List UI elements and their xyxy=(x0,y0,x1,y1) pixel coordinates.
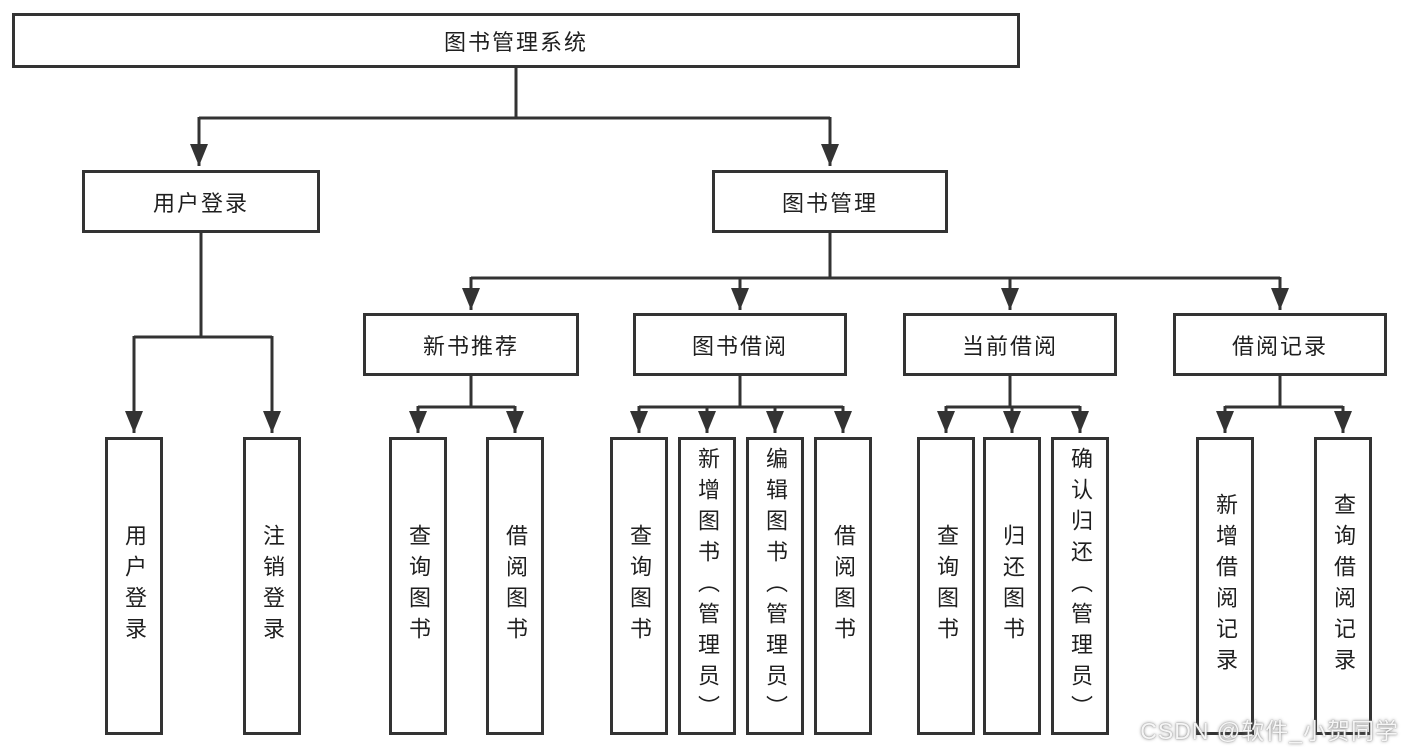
node-new-book-recommendation-label: 新书推荐 xyxy=(422,333,519,359)
leaf-query-book-under-recommendation: 查询图书 xyxy=(389,437,447,735)
connector-borrow-records-bar xyxy=(1225,376,1343,409)
leaf-confirm-return-admin: 确认归还（管理员） xyxy=(1051,437,1109,735)
node-current-borrowing: 当前借阅 xyxy=(903,313,1117,376)
leaf-query-borrow-record-label: 查询借阅记录 xyxy=(1331,493,1356,679)
leaf-logout: 注销登录 xyxy=(243,437,301,735)
leaf-return-book: 归还图书 xyxy=(983,437,1041,735)
node-current-borrowing-label: 当前借阅 xyxy=(961,333,1058,359)
connector-lines xyxy=(125,67,1352,433)
node-book-borrowing-label: 图书借阅 xyxy=(691,333,788,359)
leaf-edit-book-admin: 编辑图书（管理员） xyxy=(746,437,804,735)
connector-book-borrow-bar xyxy=(639,376,843,409)
csdn-watermark: CSDN @软件_小贺同学 xyxy=(1140,718,1399,744)
node-root-label: 图书管理系统 xyxy=(443,29,588,55)
leaf-query-book-under-current: 查询图书 xyxy=(917,437,975,735)
node-root-system: 图书管理系统 xyxy=(12,13,1020,68)
leaf-borrow-book-under-borrowing: 借阅图书 xyxy=(814,437,872,735)
leaf-confirm-return-admin-label: 确认归还（管理员） xyxy=(1068,446,1093,726)
leaf-add-book-admin-label: 新增图书（管理员） xyxy=(695,446,720,726)
node-book-borrowing: 图书借阅 xyxy=(633,313,847,376)
connector-book-management-bar xyxy=(471,233,1280,280)
leaf-query-book-label-2: 查询图书 xyxy=(627,524,652,648)
leaf-logout-label: 注销登录 xyxy=(260,524,285,648)
node-book-management: 图书管理 xyxy=(712,170,948,233)
node-user-login-label: 用户登录 xyxy=(152,190,249,216)
connector-root-bar xyxy=(199,67,830,120)
leaf-borrow-book-label-2: 借阅图书 xyxy=(831,524,856,648)
leaf-query-book-under-borrowing: 查询图书 xyxy=(610,437,668,735)
node-new-book-recommendation: 新书推荐 xyxy=(363,313,579,376)
connector-current-borrow-bar xyxy=(946,376,1080,409)
leaf-borrow-book-under-recommendation: 借阅图书 xyxy=(486,437,544,735)
node-borrowing-records: 借阅记录 xyxy=(1173,313,1387,376)
leaf-query-book-label-1: 查询图书 xyxy=(406,524,431,648)
leaf-user-login: 用户登录 xyxy=(105,437,163,735)
leaf-add-borrow-record: 新增借阅记录 xyxy=(1196,437,1254,735)
connector-user-login-bar xyxy=(134,233,272,339)
leaf-return-book-label: 归还图书 xyxy=(1000,524,1025,648)
node-book-management-label: 图书管理 xyxy=(781,190,878,216)
leaf-add-book-admin: 新增图书（管理员） xyxy=(678,437,736,735)
connector-new-book-rec-bar xyxy=(418,376,515,409)
leaf-user-login-label: 用户登录 xyxy=(122,524,147,648)
leaf-query-book-label-3: 查询图书 xyxy=(934,524,959,648)
node-borrowing-records-label: 借阅记录 xyxy=(1231,333,1328,359)
node-user-login: 用户登录 xyxy=(82,170,320,233)
leaf-add-borrow-record-label: 新增借阅记录 xyxy=(1213,493,1238,679)
leaf-borrow-book-label-1: 借阅图书 xyxy=(503,524,528,648)
leaf-query-borrow-record: 查询借阅记录 xyxy=(1314,437,1372,735)
leaf-edit-book-admin-label: 编辑图书（管理员） xyxy=(763,446,788,726)
